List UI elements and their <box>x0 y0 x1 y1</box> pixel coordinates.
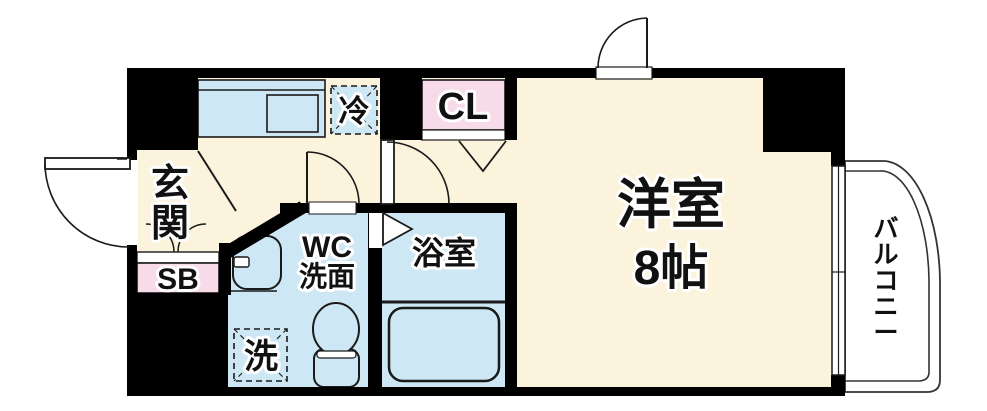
bathtub <box>387 306 501 383</box>
refrigerator-x-line-1 <box>330 85 378 135</box>
label-entrance: 玄関 <box>151 163 189 245</box>
room-top-door-arc <box>597 17 648 69</box>
washbasin-faucet <box>233 256 250 268</box>
shoe-box-door-arc-left <box>145 223 175 253</box>
hall-door-leaf <box>380 139 395 205</box>
label-refrigerator: 冷 <box>339 94 370 129</box>
room-top-door-sill <box>595 66 653 80</box>
closet-sill <box>421 129 506 141</box>
wall-top-left-block <box>127 68 198 150</box>
wall-bottom <box>127 387 845 396</box>
label-balcony: バルコニー <box>873 215 898 347</box>
entrance-area <box>136 150 237 294</box>
balcony <box>844 160 941 393</box>
balcony-outline-outer <box>844 160 941 393</box>
kitchen-area <box>197 79 378 138</box>
refrigerator-x-line-2 <box>330 85 378 135</box>
wall-bottom-left-mass <box>127 293 228 395</box>
label-washer: 洗 <box>244 338 278 376</box>
wall-window-stub-top <box>831 140 845 166</box>
washer-space-box <box>233 328 288 382</box>
shoe-box-door-arc-right <box>177 223 207 253</box>
bathroom-folding-door-mark <box>382 211 414 247</box>
wc-door-arc <box>306 151 360 205</box>
doors <box>44 17 648 248</box>
kitchen-sink <box>266 94 319 133</box>
label-room-line2: 8帖 <box>634 242 709 295</box>
wall-wc-bathroom <box>368 203 382 393</box>
walls <box>127 68 845 396</box>
kitchen-counter <box>197 79 326 138</box>
wall-window-stub-bottom <box>831 375 845 396</box>
door-openings <box>126 66 653 248</box>
balcony-window <box>831 165 846 376</box>
wc-door-sill <box>308 201 357 215</box>
label-shoe-box: SB <box>157 263 199 296</box>
toilet-bowl <box>312 302 360 356</box>
hall-door-arc <box>386 141 450 205</box>
label-bathroom: 浴室 <box>412 235 476 271</box>
washer-x-line-2 <box>233 328 288 382</box>
closet <box>421 79 507 173</box>
balcony-outline-inner <box>845 170 930 382</box>
bathroom-door-opening <box>369 213 382 248</box>
wall-top-right-block <box>763 68 845 152</box>
label-wc-line1: WC <box>302 231 352 264</box>
entrance-floor-edge <box>197 150 237 212</box>
entrance-door-opening <box>126 160 138 245</box>
entrance-step <box>136 251 220 264</box>
wall-closet-left-block <box>380 68 422 140</box>
wall-left-lower <box>127 245 137 295</box>
label-closet: CL <box>438 86 489 128</box>
entrance-door-arc <box>44 162 130 248</box>
wall-wc-diagonal <box>222 201 307 259</box>
labels: 玄関 SB WC 洗面 洗 冷 CL 浴室 洋室 8帖 バルコニー <box>148 83 902 379</box>
closet-folding-door-mark <box>458 140 507 173</box>
toilet-seat-seam <box>316 350 357 359</box>
wall-bathroom-room <box>505 203 517 393</box>
wall-corridor-right <box>356 203 517 213</box>
wall-left-upper <box>127 68 137 160</box>
wall-closet-right <box>505 68 517 140</box>
label-room-line1: 洋室 <box>617 175 725 235</box>
label-wc-line2: 洗面 <box>299 261 355 292</box>
wall-top <box>127 68 843 78</box>
